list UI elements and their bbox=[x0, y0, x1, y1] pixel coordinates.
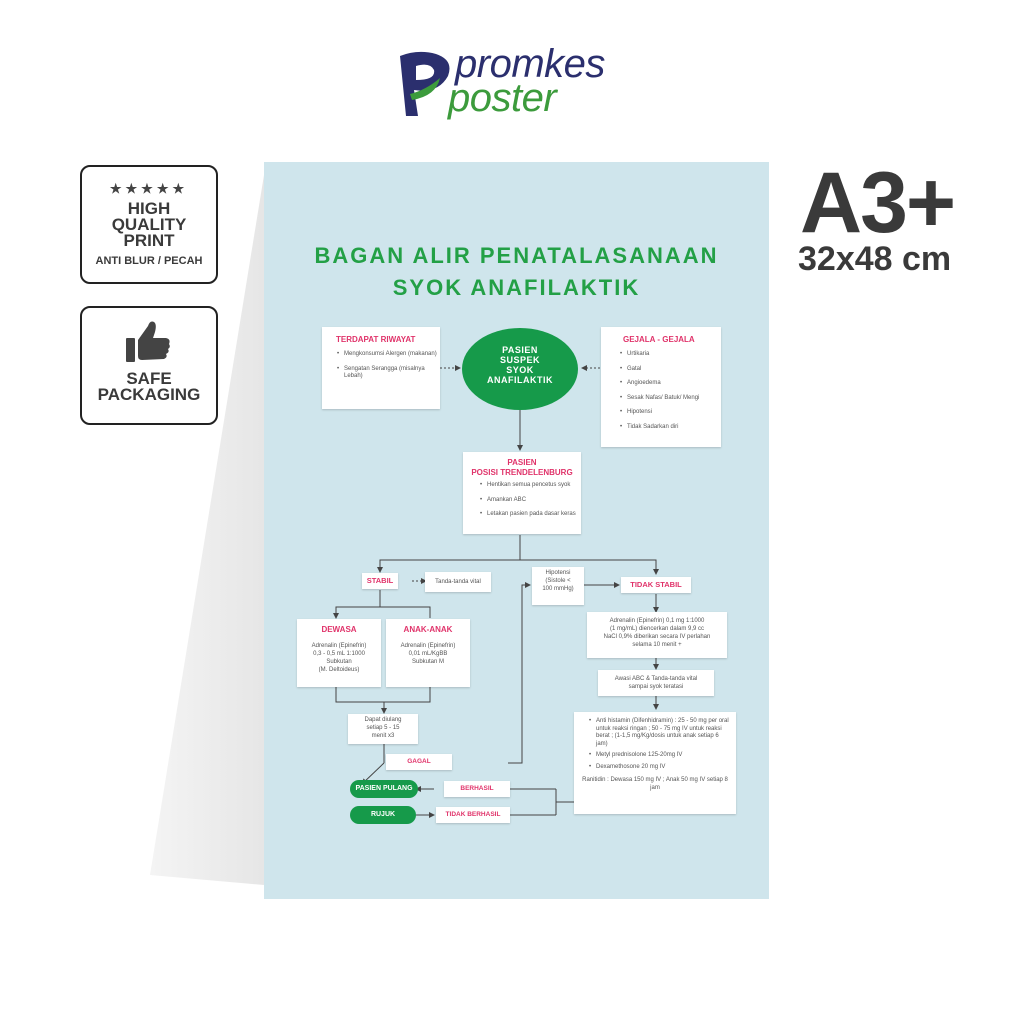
rujuk-pill: RUJUK bbox=[350, 806, 416, 824]
size-dimensions: 32x48 cm bbox=[798, 240, 952, 278]
gagal-label: GAGAL bbox=[386, 754, 452, 770]
poster-title-line1: BAGAN ALIR PENATALASANAAN bbox=[314, 243, 719, 268]
rating-stars-icon: ★★★★★ bbox=[109, 181, 189, 196]
hipotensi-line3: 100 mmHg) bbox=[542, 586, 574, 592]
posisi-item: Amankan ABC bbox=[480, 497, 581, 505]
ulang-line3: menit x3 bbox=[371, 733, 395, 739]
gejala-item: Tidak Sadarkan diri bbox=[620, 424, 721, 432]
awasi-box: Awasi ABC & Tanda-tanda vital sampai syo… bbox=[598, 670, 714, 696]
thumbs-up-icon bbox=[126, 321, 170, 362]
obat-item: Dexamethosone 20 mg IV bbox=[589, 764, 730, 772]
start-line2: SUSPEK bbox=[499, 355, 540, 365]
poster-stand-shadow bbox=[150, 175, 264, 885]
anak-line3: Subkutan M bbox=[411, 659, 445, 665]
poster: BAGAN ALIR PENATALASANAAN SYOK ANAFILAKT… bbox=[264, 162, 769, 899]
gejala-box: GEJALA - GEJALA Urtikaria Gatal Angioede… bbox=[601, 327, 721, 447]
anak-line2: 0,01 mL/KgBB bbox=[408, 651, 448, 657]
riwayat-item: Sengatan Serangga (misalnya Lebah) bbox=[337, 366, 440, 381]
start-line4: ANAFILAKTIK bbox=[487, 375, 553, 385]
poster-title: BAGAN ALIR PENATALASANAAN SYOK ANAFILAKT… bbox=[264, 240, 769, 304]
obat-item: Anti histamin (Difenhidramin) : 25 - 50 … bbox=[589, 718, 730, 748]
pasien-pulang-pill: PASIEN PULANG bbox=[350, 780, 418, 798]
adrenalin-iv-box: Adrenalin (Epinefrin) 0,1 mg 1:1000 (1 m… bbox=[587, 612, 727, 658]
badge-packaging-line1: SAFE bbox=[126, 369, 172, 388]
adrenalin-iv-line2: (1 mg/mL) diencerkan dalam 9,9 cc bbox=[609, 626, 705, 632]
badge-quality-line1: HIGH bbox=[127, 199, 171, 218]
gejala-title: GEJALA - GEJALA bbox=[623, 335, 695, 344]
gejala-item: Angioedema bbox=[620, 380, 721, 388]
poster-title-line2: SYOK ANAFILAKTIK bbox=[392, 275, 641, 300]
size-format: A3+ bbox=[800, 155, 956, 251]
dewasa-line3: Subkutan bbox=[326, 659, 352, 665]
start-ellipse: PASIEN SUSPEK SYOK ANAFILAKTIK bbox=[462, 328, 578, 410]
riwayat-box: TERDAPAT RIWAYAT Mengkonsumsi Alergen (m… bbox=[322, 327, 440, 409]
riwayat-item: Mengkonsumsi Alergen (makanan) bbox=[337, 351, 440, 359]
badge-quality-line4: ANTI BLUR / PECAH bbox=[95, 255, 203, 267]
anak-title: ANAK-ANAK bbox=[403, 625, 453, 634]
badge-packaging-line2: PACKAGING bbox=[97, 385, 201, 404]
logo-mark-icon bbox=[400, 51, 450, 116]
ulang-line2: setiap 5 - 15 bbox=[366, 725, 400, 731]
gejala-item: Gatal bbox=[620, 366, 721, 374]
gejala-item: Urtikaria bbox=[620, 351, 721, 359]
obat-box: Anti histamin (Difenhidramin) : 25 - 50 … bbox=[574, 712, 736, 814]
adrenalin-iv-line4: selama 10 menit + bbox=[632, 642, 682, 648]
tidak-berhasil-label: TIDAK BERHASIL bbox=[436, 807, 510, 823]
start-line3: SYOK bbox=[506, 365, 534, 375]
posisi-box: PASIEN POSISI TRENDELENBURG Hentikan sem… bbox=[463, 452, 581, 534]
logo-text-line2: poster bbox=[448, 76, 557, 120]
gejala-item: Sesak Nafas/ Batuk/ Mengi bbox=[620, 395, 721, 403]
dewasa-line4: (M. Deltoideus) bbox=[318, 667, 360, 673]
quality-badge: ★★★★★ HIGH QUALITY PRINT ANTI BLUR / PEC… bbox=[80, 165, 218, 284]
dewasa-line1: Adrenalin (Epinefrin) bbox=[311, 643, 367, 649]
dewasa-line2: 0,3 - 0,5 mL 1:1000 bbox=[313, 651, 365, 657]
ulang-box: Dapat diulang setiap 5 - 15 menit x3 bbox=[348, 714, 418, 744]
start-line1: PASIEN bbox=[502, 345, 538, 355]
awasi-line2: sampai syok teratasi bbox=[628, 684, 684, 690]
hipotensi-box: Hipotensi (Sistole < 100 mmHg) bbox=[532, 567, 584, 605]
gejala-item: Hipotensi bbox=[620, 409, 721, 417]
awasi-line1: Awasi ABC & Tanda-tanda vital bbox=[614, 676, 698, 682]
packaging-badge: SAFE PACKAGING bbox=[80, 306, 218, 425]
badge-quality-line2: QUALITY bbox=[111, 215, 187, 234]
badge-quality-line3: PRINT bbox=[123, 231, 175, 250]
tanda-vital-box: Tanda-tanda vital bbox=[425, 572, 491, 592]
anak-line1: Adrenalin (Epinefrin) bbox=[400, 643, 456, 649]
flow-connectors bbox=[333, 365, 659, 818]
anak-box: ANAK-ANAK Adrenalin (Epinefrin) 0,01 mL/… bbox=[386, 619, 470, 687]
ulang-line1: Dapat diulang bbox=[364, 717, 402, 723]
tidak-stabil-label: TIDAK STABIL bbox=[621, 577, 691, 593]
stabil-label: STABIL bbox=[362, 573, 398, 589]
obat-item: Metyl prednisolone 125-20mg IV bbox=[589, 752, 730, 760]
adrenalin-iv-line1: Adrenalin (Epinefrin) 0,1 mg 1:1000 bbox=[609, 618, 705, 624]
adrenalin-iv-line3: NaCl 0,9% diberikan secara IV perlahan bbox=[603, 634, 711, 640]
hipotensi-line1: Hipotensi bbox=[545, 570, 571, 576]
dewasa-box: DEWASA Adrenalin (Epinefrin) 0,3 - 0,5 m… bbox=[297, 619, 381, 687]
posisi-title1: PASIEN bbox=[507, 458, 537, 467]
berhasil-label: BERHASIL bbox=[444, 781, 510, 797]
logo-text-line1: promkes bbox=[455, 42, 605, 86]
ranitidin-text: Ranitidin : Dewasa 150 mg IV ; Anak 50 m… bbox=[582, 777, 728, 791]
posisi-item: Hentikan semua pencetus syok bbox=[480, 482, 581, 490]
hipotensi-line2: (Sistole < bbox=[545, 578, 571, 584]
riwayat-title: TERDAPAT RIWAYAT bbox=[336, 335, 416, 344]
posisi-item: Letakan pasien pada dasar keras bbox=[480, 511, 581, 519]
posisi-title2: POSISI TRENDELENBURG bbox=[471, 468, 573, 477]
dewasa-title: DEWASA bbox=[321, 625, 357, 634]
